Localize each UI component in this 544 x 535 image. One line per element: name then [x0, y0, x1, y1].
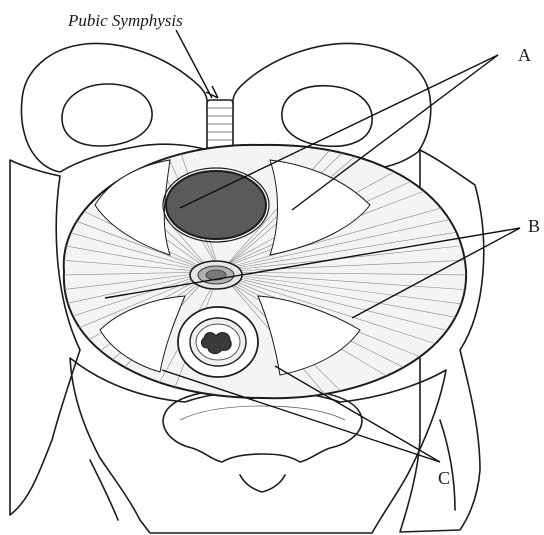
- anal-canal: [178, 307, 258, 377]
- label-a: A: [518, 45, 531, 65]
- urethra-opening: [166, 171, 266, 239]
- label-c: C: [438, 468, 450, 488]
- pelvic-floor-muscle: [60, 145, 470, 400]
- left-obturator-foramen: [62, 84, 152, 146]
- left-pubic-bone: [21, 43, 208, 172]
- label-b: B: [528, 216, 540, 236]
- pubic-symphysis-label: Pubic Symphysis: [67, 11, 183, 30]
- perineal-body: [190, 261, 242, 289]
- left-ischial-bone: [10, 160, 80, 515]
